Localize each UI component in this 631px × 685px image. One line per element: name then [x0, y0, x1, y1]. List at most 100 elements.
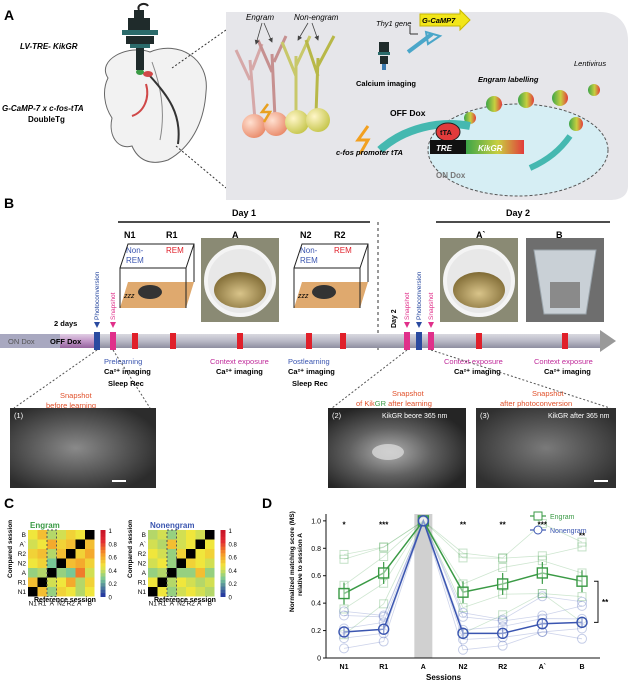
- snapshot-image-3: [476, 408, 616, 488]
- individual-point: [418, 516, 428, 526]
- snapshot-triangle-3: [428, 322, 434, 328]
- column-a-highlight: [46, 529, 57, 597]
- individual-point: [458, 607, 468, 618]
- heatmap-xtick: A: [50, 601, 55, 608]
- heatmap-cell: [167, 539, 177, 549]
- heatmap-cell: [85, 577, 95, 587]
- colorbar-segment: [220, 563, 226, 568]
- zoom-line-top: [171, 29, 227, 69]
- heatmap-cell: [56, 577, 66, 587]
- nonengram-mean-point: [457, 627, 469, 640]
- colorbar-tick: 0.2: [109, 582, 118, 588]
- colorbar-segment: [100, 553, 106, 558]
- colorbar-tick: 0.8: [229, 542, 238, 548]
- heatmap-cell: [85, 587, 95, 597]
- snap3-title-1: Snapshot: [532, 389, 565, 398]
- virus-label: LV-TRE- KikGR: [20, 42, 78, 51]
- snapshot-marker-3: [428, 332, 434, 350]
- two-days-label: 2 days: [54, 319, 77, 328]
- image-3-caption: KikGR after 365 nm: [548, 413, 610, 420]
- x-tick-label: R2: [498, 664, 507, 671]
- nonengram-mean-point: [496, 627, 509, 640]
- heatmap-cell: [176, 568, 186, 578]
- colorbar-tick: 0: [109, 596, 113, 602]
- individual-point: [418, 516, 428, 526]
- legend-label: Nonengram: [550, 528, 587, 535]
- heatmap-cell: [47, 530, 57, 540]
- heatmap-cell: [167, 577, 177, 587]
- heatmap-ytick: N2: [18, 561, 27, 568]
- brain-slice-illustration: [104, 47, 207, 163]
- snapshot-image-1: [10, 408, 156, 488]
- chart-ylabel-2: relative to session A: [297, 533, 304, 596]
- heatmap-ytick: B: [22, 532, 26, 539]
- snap1-title-1: Snapshot: [60, 391, 93, 400]
- colorbar-segment: [220, 586, 226, 591]
- individual-point: [339, 604, 349, 614]
- colorbar-segment: [100, 530, 106, 534]
- heatmap-cell: [205, 558, 215, 568]
- individual-trace: [343, 520, 583, 559]
- engram-mean-point: [496, 578, 509, 590]
- heatmap-cell: [205, 539, 215, 549]
- heatmap-cell: [56, 558, 66, 568]
- heatmap-cell: [85, 549, 95, 559]
- heatmap-cell: [28, 530, 38, 540]
- heatmap-cell: [66, 539, 76, 549]
- colorbar-tick: 1: [109, 529, 113, 535]
- heatmap-cell: [66, 558, 76, 568]
- context-a2-label: Context exposure: [444, 357, 503, 366]
- overall-significance-label: **: [602, 598, 609, 607]
- heatmap-ytick: R2: [18, 551, 27, 558]
- individual-point: [458, 644, 468, 655]
- colorbar-segment: [220, 583, 226, 588]
- session-a: A: [232, 230, 239, 240]
- colorbar-segment: [100, 563, 106, 568]
- heatmap-cell: [176, 558, 186, 568]
- heatmap-cell: [167, 587, 177, 597]
- individual-point: [498, 610, 508, 620]
- colorbar-segment: [100, 589, 106, 594]
- heatmap-cell: [148, 568, 158, 578]
- heatmap-cell: [28, 568, 38, 578]
- heatmap-cell: [176, 587, 186, 597]
- colorbar-tick: 0.6: [229, 556, 238, 562]
- heatmap-cell: [66, 549, 76, 559]
- significance-marker: ***: [379, 521, 389, 530]
- session-b: B: [556, 230, 563, 240]
- heatmap-ytick: N1: [138, 589, 147, 596]
- photoconversion-label-2: Photoconversion: [416, 271, 423, 320]
- snap2-title-2a: of Kik: [356, 399, 375, 408]
- mouse-line-doubletg: DoubleTg: [28, 115, 65, 124]
- photoconversion-triangle-1: [94, 322, 100, 328]
- chart-xlabel: Sessions: [426, 673, 462, 682]
- heatmap-xtick: R2: [67, 601, 76, 608]
- colorbar-segment: [100, 539, 106, 544]
- scale-bar-1: [112, 480, 126, 482]
- snap3-line-right: [430, 349, 611, 409]
- heatmap-cell: [186, 530, 196, 540]
- heatmap-cell: [37, 568, 47, 578]
- heatmap-cell: [37, 587, 47, 597]
- y-tick-label: 0: [317, 656, 321, 663]
- heatmap-cell: [205, 568, 215, 578]
- heatmap-cell: [157, 558, 167, 568]
- image-2-label: (2): [332, 411, 342, 420]
- individual-trace: [343, 519, 583, 622]
- heatmap-cell: [157, 577, 167, 587]
- heatmap-cell: [186, 587, 196, 597]
- colorbar-segment: [100, 559, 106, 564]
- nonengram-arrow-2: [311, 22, 319, 41]
- heatmap-ytick: A`: [140, 542, 147, 549]
- individual-point: [339, 643, 349, 654]
- panel-label-a: A: [4, 7, 14, 23]
- heatmap-cell: [148, 587, 158, 597]
- heatmap-cell: [85, 568, 95, 578]
- colorbar-segment: [220, 543, 226, 548]
- individual-point: [379, 542, 389, 552]
- timeline-bar: [0, 334, 600, 348]
- heatmap-cell: [167, 549, 177, 559]
- x-tick-label: B: [579, 664, 584, 671]
